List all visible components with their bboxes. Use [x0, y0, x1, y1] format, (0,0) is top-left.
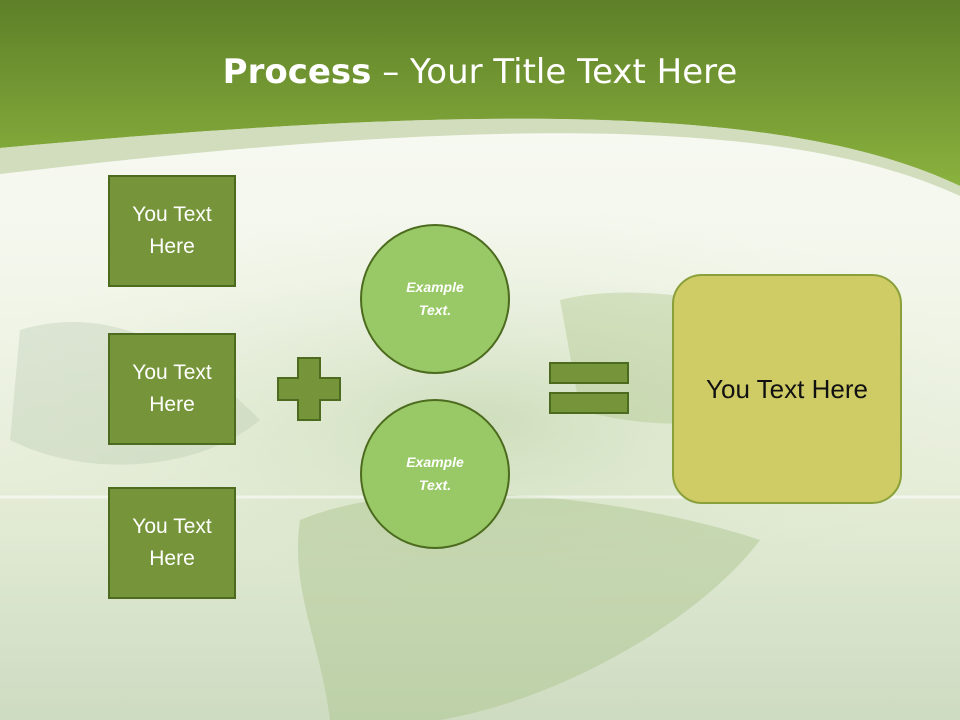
slide-title: Process – Your Title Text Here [0, 52, 960, 92]
plus-icon [277, 357, 341, 421]
example-circle-2[interactable]: Example Text. [360, 399, 510, 549]
text-box-3[interactable]: You Text Here [108, 487, 236, 599]
example-circle-1[interactable]: Example Text. [360, 224, 510, 374]
title-separator: – [371, 52, 411, 92]
title-bold: Process [222, 52, 372, 92]
equals-icon [549, 362, 629, 414]
result-box[interactable]: You Text Here [672, 274, 902, 504]
title-rest: Your Title Text Here [410, 52, 738, 92]
text-box-1[interactable]: You Text Here [108, 175, 236, 287]
header-band [0, 0, 960, 196]
text-box-2[interactable]: You Text Here [108, 333, 236, 445]
